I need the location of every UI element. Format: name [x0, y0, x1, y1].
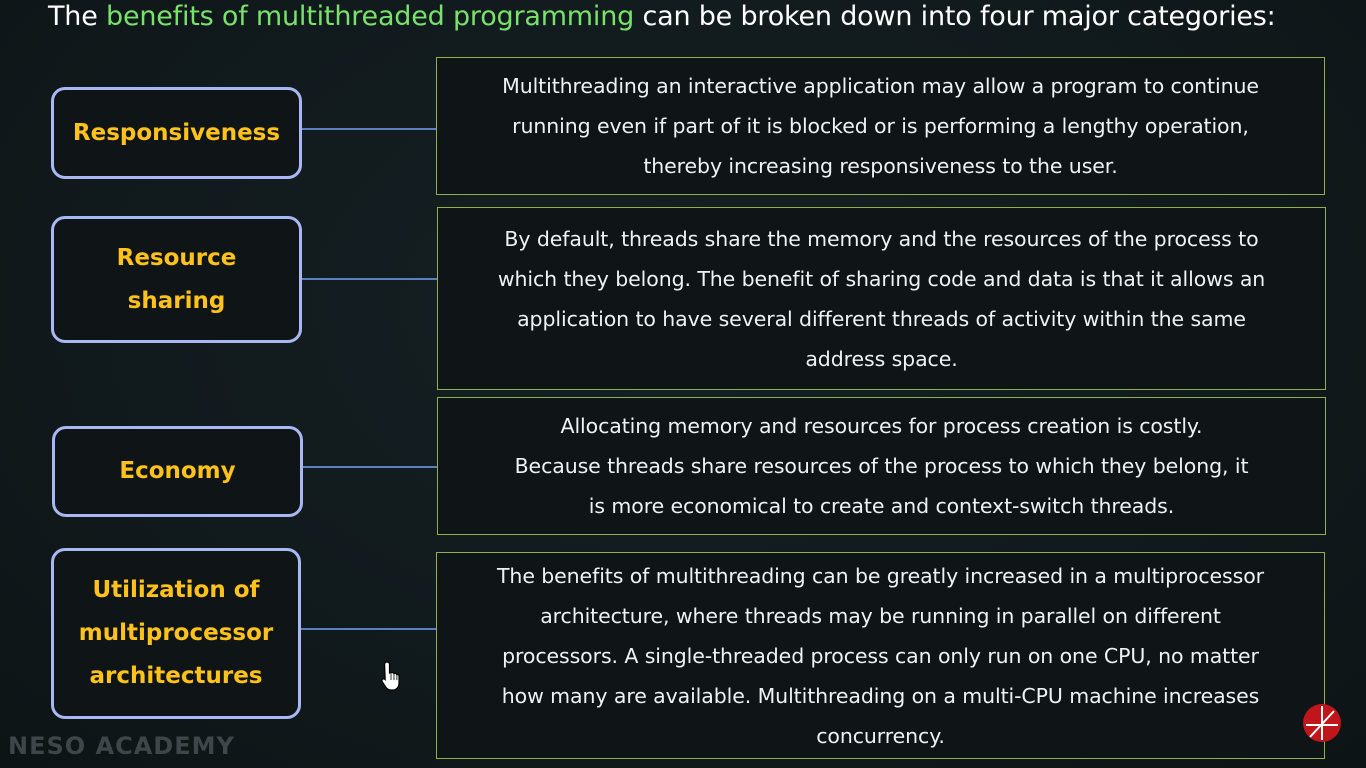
connector-line [303, 466, 438, 468]
neso-logo-icon [1303, 704, 1341, 742]
connector-line [301, 628, 437, 630]
description-text: The benefits of multithreading can be gr… [497, 563, 1264, 748]
slide-title: The benefits of multithreaded programmin… [48, 0, 1276, 34]
connector-line [302, 278, 438, 280]
category-box-resource-sharing: Resource sharing [51, 216, 302, 343]
category-label: Utilization of multiprocessor architectu… [78, 577, 274, 689]
title-suffix: can be broken down into four major categ… [634, 1, 1276, 32]
mouse-pointer-icon [381, 661, 400, 691]
description-text: By default, threads share the memory and… [497, 226, 1266, 371]
brand-watermark: NESO ACADEMY [8, 732, 235, 760]
connector-line [302, 128, 437, 130]
category-label: Resource sharing [116, 244, 237, 314]
category-label: Economy [119, 458, 236, 484]
title-highlight: benefits of multithreaded programming [106, 1, 635, 32]
category-box-utilization: Utilization of multiprocessor architectu… [51, 548, 301, 719]
description-box-utilization: The benefits of multithreading can be gr… [436, 552, 1325, 759]
category-box-economy: Economy [52, 426, 303, 517]
title-prefix: The [48, 1, 106, 32]
category-label: Responsiveness [72, 119, 281, 146]
description-box-responsiveness: Multithreading an interactive applicatio… [436, 57, 1325, 195]
description-text: Allocating memory and resources for proc… [514, 414, 1249, 518]
description-box-resource-sharing: By default, threads share the memory and… [437, 207, 1326, 390]
description-text: Multithreading an interactive applicatio… [502, 74, 1259, 178]
category-box-responsiveness: Responsiveness [51, 87, 302, 179]
description-box-economy: Allocating memory and resources for proc… [437, 397, 1326, 535]
